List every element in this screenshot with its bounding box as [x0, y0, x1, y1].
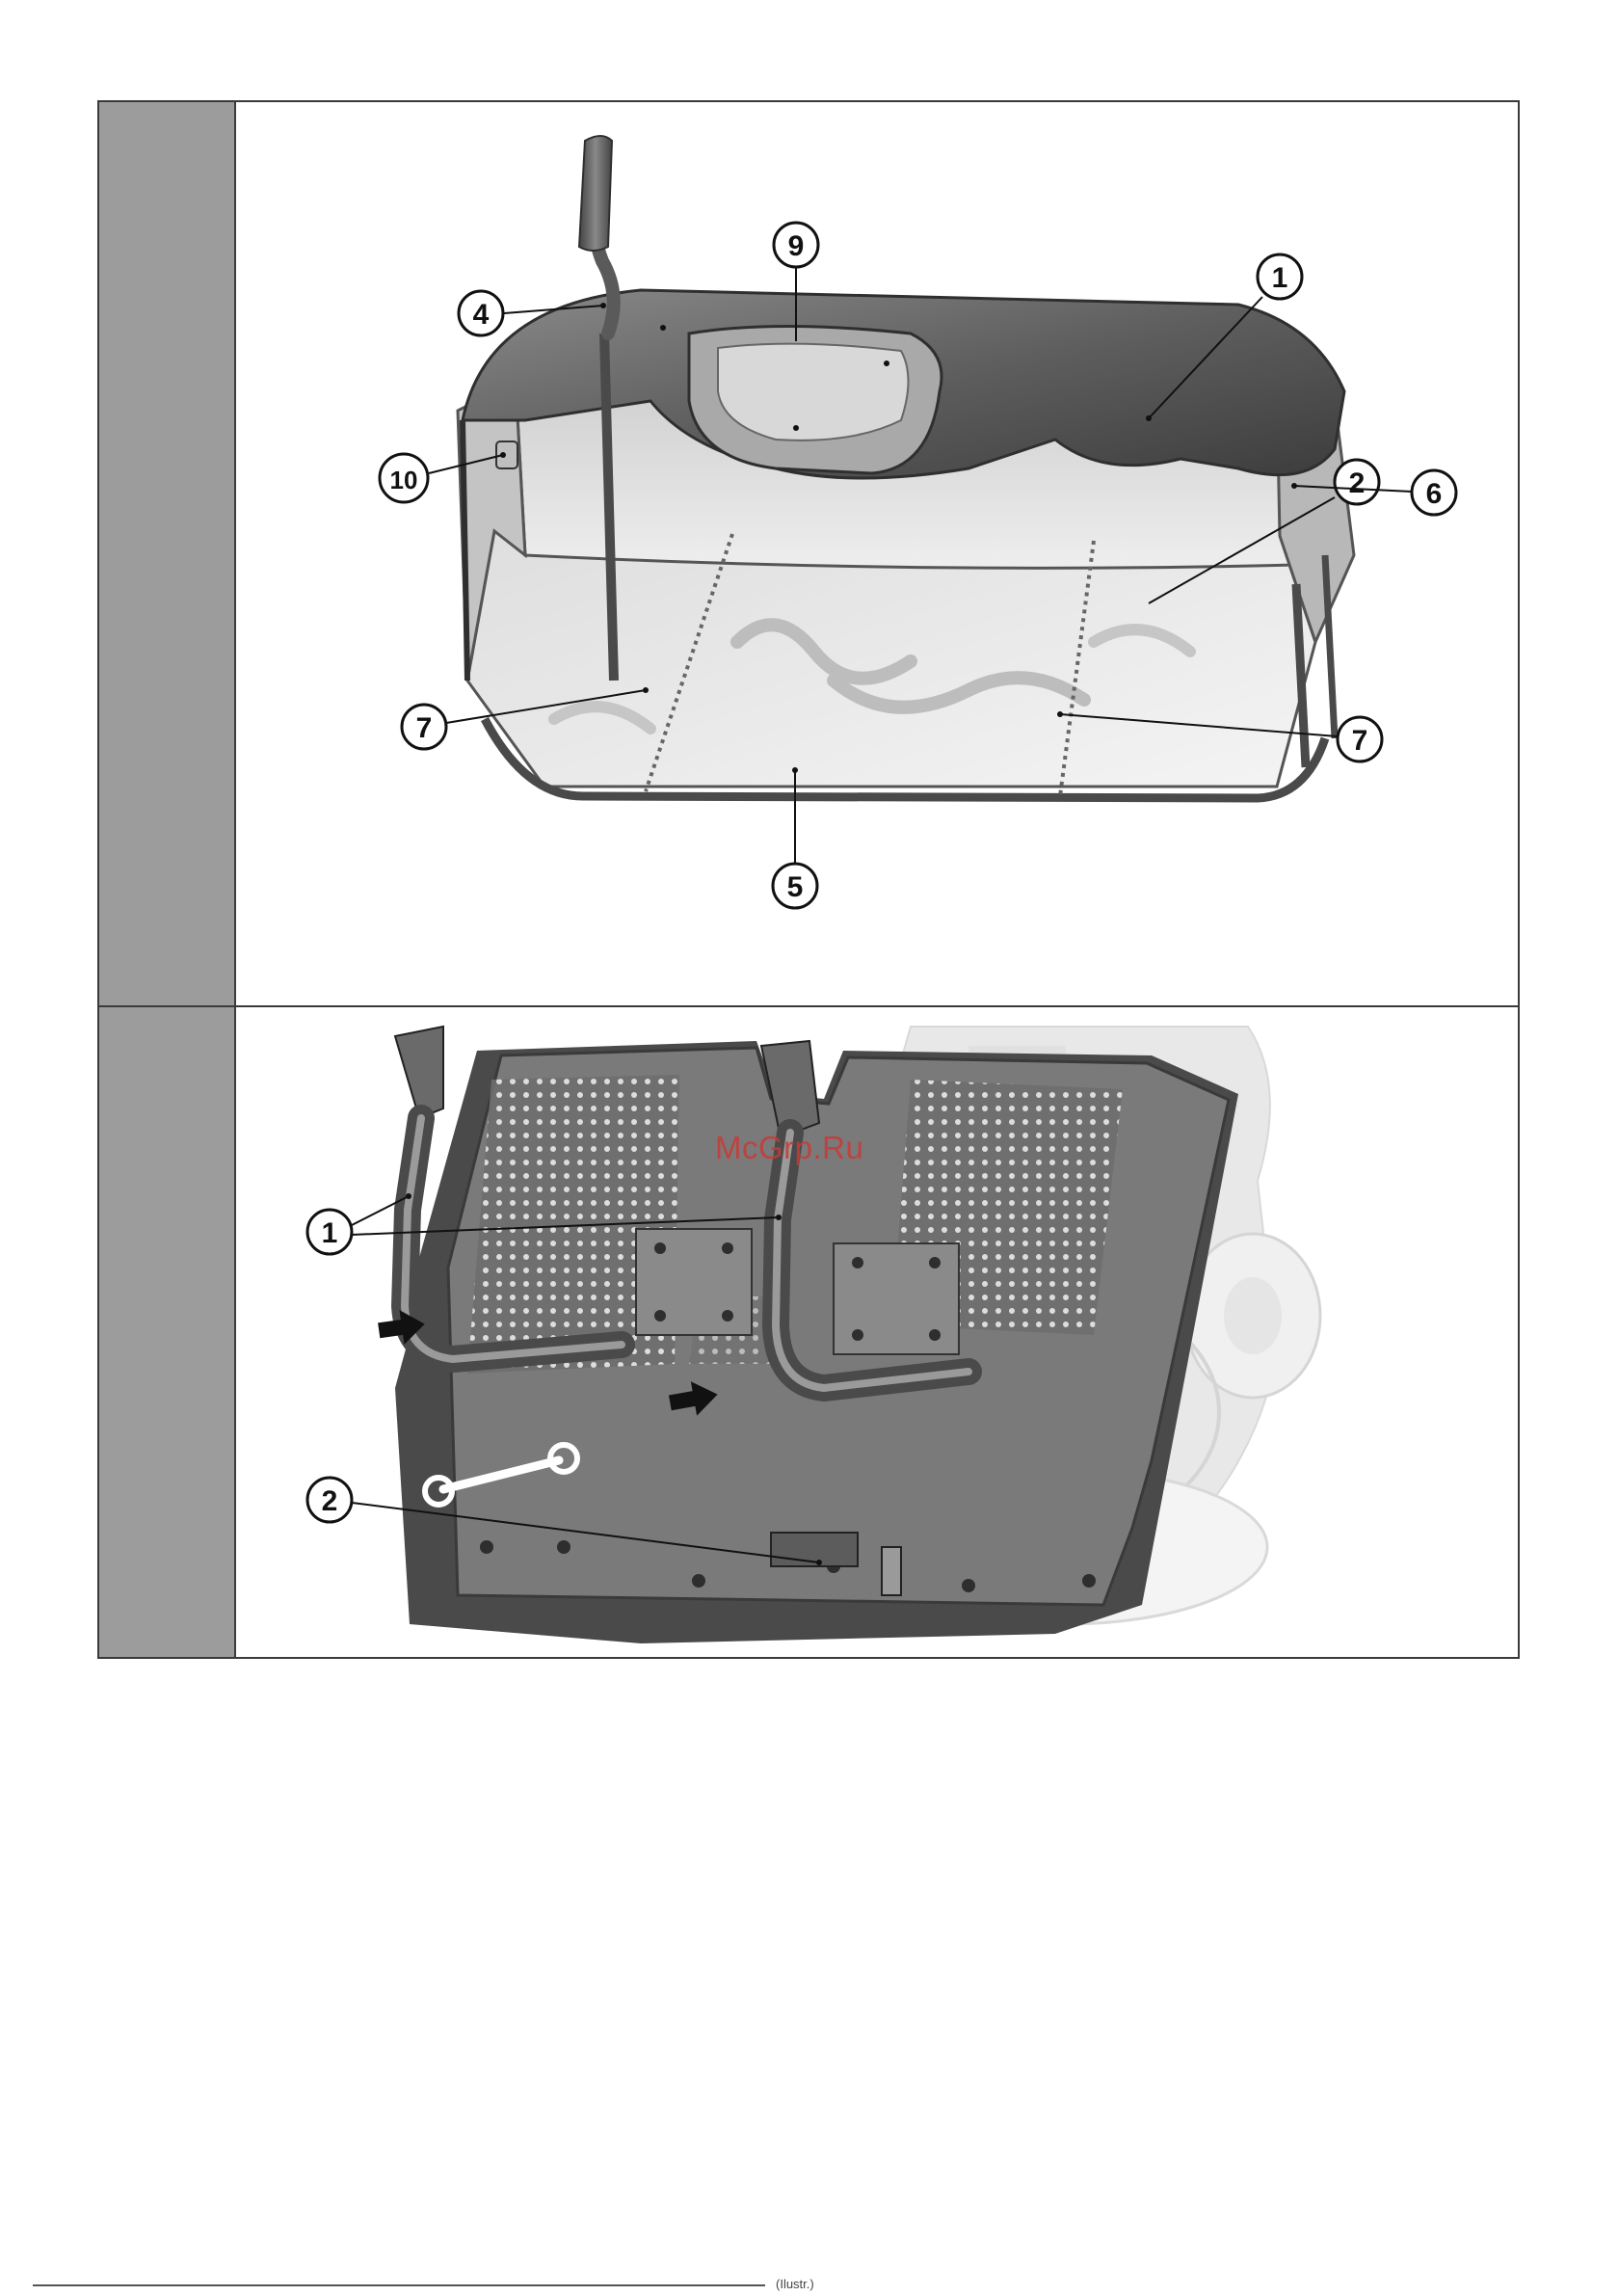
svg-text:9: 9 [788, 230, 805, 262]
svg-text:10: 10 [390, 466, 418, 494]
svg-text:5: 5 [787, 871, 804, 903]
grass-catcher-illustration: 4 9 1 2 10 6 7 [236, 102, 1518, 1005]
svg-text:7: 7 [416, 712, 433, 744]
svg-text:1: 1 [322, 1217, 338, 1249]
callout-5: 5 [773, 770, 817, 908]
svg-text:7: 7 [1352, 725, 1368, 757]
footer-rule [33, 2284, 765, 2286]
mounting-plate-illustration: 1 2 [236, 1007, 1518, 1657]
svg-text:6: 6 [1426, 478, 1443, 510]
svg-text:1: 1 [1272, 262, 1288, 294]
footer-label: (Ilustr.) [776, 2277, 814, 2291]
svg-text:2: 2 [1349, 467, 1366, 499]
watermark: McGrp.Ru [715, 1130, 863, 1166]
svg-text:2: 2 [322, 1485, 338, 1517]
svg-text:4: 4 [473, 299, 490, 331]
left-column-shade [99, 102, 234, 1657]
figure-table: 4 9 1 2 10 6 7 [97, 100, 1520, 1659]
